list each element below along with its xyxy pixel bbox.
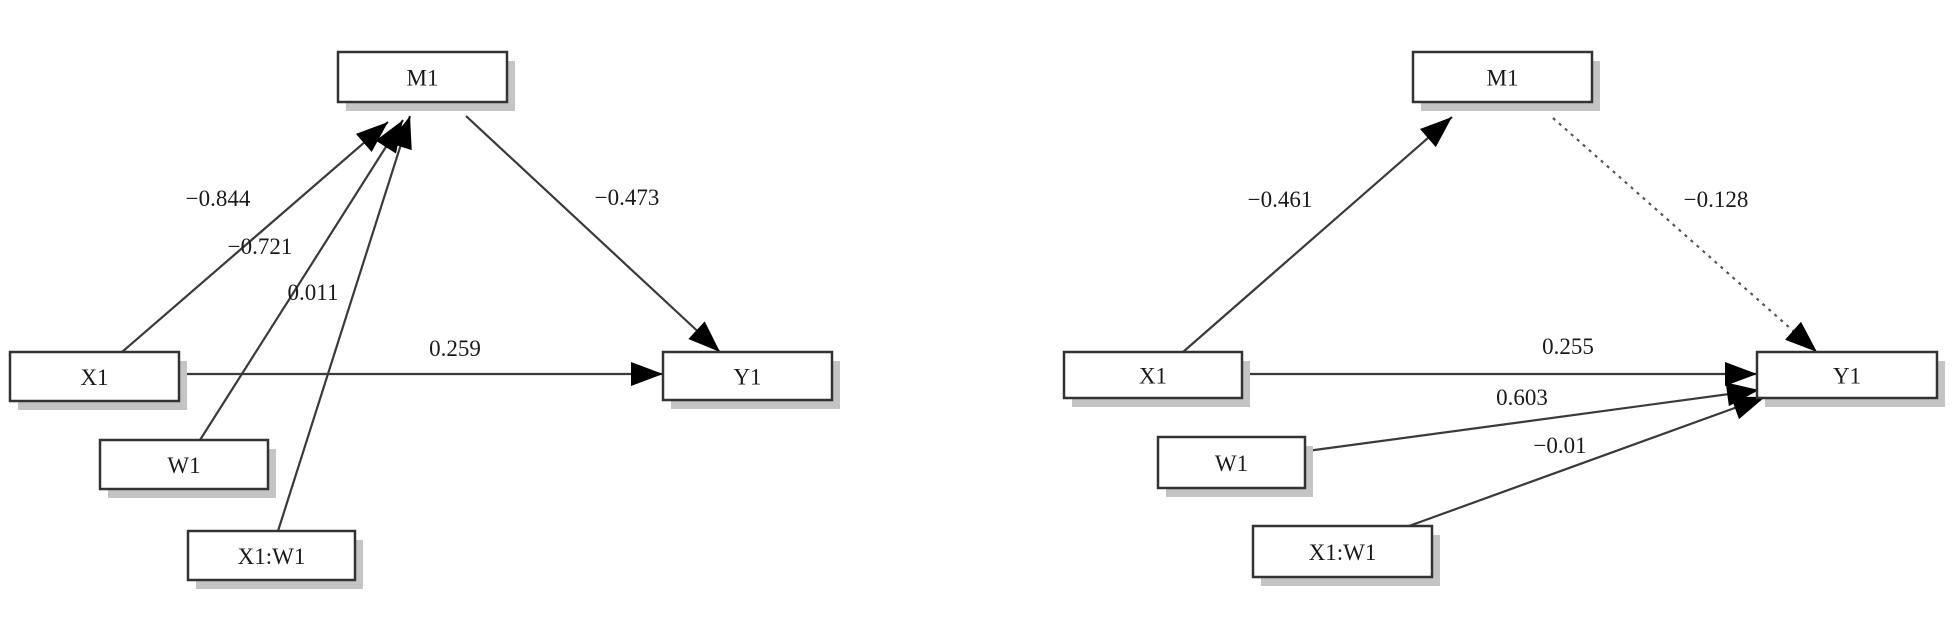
edge-line	[199, 119, 404, 441]
edge-coefficient-label: −0.844	[186, 186, 251, 211]
edge-line	[1408, 395, 1766, 528]
node-label: X1	[80, 365, 108, 390]
node-box	[1411, 50, 1594, 104]
edge-coefficient-label: −0.01	[1533, 433, 1586, 458]
edge-coefficient-label: −0.473	[595, 185, 660, 210]
edge-x1-to-m1: −0.461	[1182, 116, 1453, 353]
node-m1: M1	[1411, 50, 1600, 111]
edge-coefficient-label: 0.259	[429, 336, 481, 361]
edge-coefficient-label: 0.011	[288, 280, 339, 305]
edge-x1-to-m1: −0.844	[121, 121, 389, 353]
edge-x1-to-y1: 0.255	[1244, 334, 1757, 386]
node-label: M1	[1487, 66, 1519, 91]
edge-m1-to-y1: −0.473	[465, 115, 721, 353]
node-m1: M1	[336, 50, 515, 111]
edge-coefficient-label: −0.721	[228, 234, 293, 259]
edge-w1-to-y1: 0.603	[1306, 382, 1760, 453]
edge-line	[1182, 116, 1453, 353]
arrowhead-icon	[388, 116, 412, 151]
edge-line	[465, 115, 721, 353]
node-y1: Y1	[1755, 350, 1945, 407]
node-x1: X1	[8, 350, 187, 410]
node-w1: W1	[1156, 435, 1313, 497]
node-label: Y1	[733, 365, 761, 390]
node-y1: Y1	[661, 350, 840, 409]
node-label: M1	[407, 66, 439, 91]
edge-line	[276, 115, 412, 532]
node-box	[98, 438, 270, 491]
node-box	[186, 529, 357, 582]
node-x1w1: X1:W1	[186, 529, 363, 589]
node-label: X1	[1139, 364, 1167, 389]
arrowhead-icon	[1725, 362, 1757, 386]
node-x1: X1	[1062, 350, 1250, 407]
node-box	[661, 350, 834, 402]
node-box	[336, 50, 509, 104]
edge-coefficient-label: 0.255	[1542, 334, 1594, 359]
node-w1: W1	[98, 438, 276, 498]
node-box	[1251, 524, 1434, 579]
edge-coefficient-label: −0.128	[1684, 187, 1749, 212]
arrowhead-icon	[355, 122, 388, 153]
edge-coefficient-label: 0.603	[1496, 385, 1548, 410]
node-label: W1	[1215, 451, 1248, 476]
node-label: W1	[167, 453, 200, 478]
edge-line	[1552, 117, 1818, 353]
node-label: Y1	[1833, 364, 1861, 389]
edge-line	[121, 121, 389, 353]
node-label: X1:W1	[238, 544, 306, 569]
edge-m1-to-y1: −0.128	[1552, 117, 1818, 353]
node-box	[8, 350, 181, 403]
node-box	[1755, 350, 1939, 400]
arrowhead-icon	[688, 321, 720, 352]
arrowhead-icon	[631, 362, 663, 386]
node-box	[1156, 435, 1307, 490]
edge-line	[1306, 388, 1760, 453]
node-label: X1:W1	[1309, 540, 1377, 565]
arrowhead-icon	[1730, 396, 1765, 420]
edge-x1-to-y1: 0.259	[181, 336, 663, 386]
edge-x1w1-to-m1: 0.011	[276, 115, 412, 532]
edge-x1w1-to-y1: −0.01	[1408, 395, 1766, 528]
node-x1w1: X1:W1	[1251, 524, 1440, 586]
node-box	[1062, 350, 1244, 400]
arrowhead-icon	[1785, 321, 1817, 352]
edge-coefficient-label: −0.461	[1248, 187, 1313, 212]
arrowhead-icon	[1420, 117, 1452, 148]
